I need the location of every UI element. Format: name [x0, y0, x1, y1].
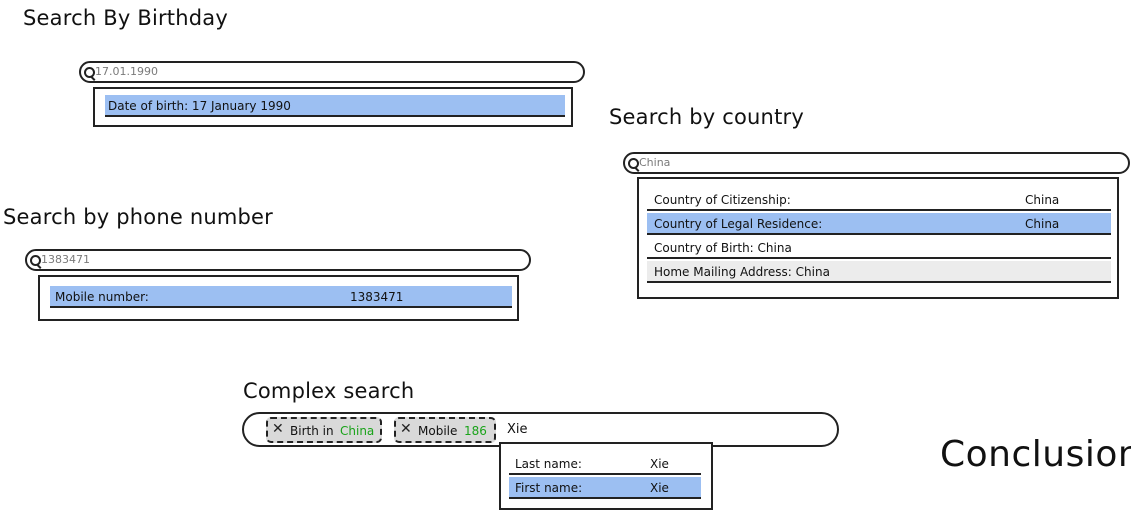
result-item[interactable]: Country of Birth: China — [647, 237, 1111, 259]
result-item[interactable]: Country of Citizenship: China — [647, 189, 1111, 211]
birthday-heading: Search By Birthday — [23, 6, 228, 30]
chip-value: China — [340, 424, 375, 438]
result-item-value: China — [1025, 217, 1060, 231]
phone-search-input[interactable]: 1383471 — [25, 249, 531, 271]
close-icon[interactable]: ✕ — [400, 421, 412, 437]
result-item-label: Country of Citizenship: — [654, 193, 791, 207]
result-item[interactable]: Home Mailing Address: China — [647, 261, 1111, 283]
phone-results-dropdown: Mobile number: 1383471 — [38, 275, 519, 321]
chip-label: Birth in — [290, 424, 334, 438]
result-item-label: Country of Birth: China — [654, 241, 792, 255]
search-icon — [84, 67, 95, 78]
result-item-label: Mobile number: — [55, 290, 149, 304]
country-results-dropdown: Country of Citizenship: China Country of… — [637, 177, 1119, 299]
result-item-label: Home Mailing Address: China — [654, 265, 830, 279]
search-icon — [628, 158, 639, 169]
result-item[interactable]: Mobile number: 1383471 — [50, 286, 512, 308]
result-item[interactable]: First name: Xie — [509, 477, 701, 499]
phone-search-query: 1383471 — [41, 253, 90, 266]
close-icon[interactable]: ✕ — [272, 421, 284, 437]
chip-label: Mobile — [418, 424, 458, 438]
result-item-label: Last name: — [515, 457, 582, 471]
country-search-query: China — [639, 156, 671, 169]
country-search-input[interactable]: China — [623, 152, 1130, 174]
conclusion-title: Conclusion — [940, 434, 1131, 475]
chip-value: 186 — [464, 424, 487, 438]
filter-chip-mobile[interactable]: ✕ Mobile 186 — [394, 417, 496, 443]
result-item-value: Xie — [650, 457, 669, 471]
complex-search-query: Xie — [507, 422, 528, 437]
filter-chip-birth[interactable]: ✕ Birth in China — [266, 417, 382, 443]
birthday-search-input[interactable]: 17.01.1990 — [79, 61, 585, 83]
result-item-value: Xie — [650, 481, 669, 495]
complex-heading: Complex search — [243, 379, 415, 403]
search-icon — [30, 255, 41, 266]
country-heading: Search by country — [609, 105, 804, 129]
result-item[interactable]: Last name: Xie — [509, 453, 701, 475]
result-item-label: Country of Legal Residence: — [654, 217, 823, 231]
result-item-label: Date of birth: 17 January 1990 — [108, 99, 291, 113]
birthday-search-query: 17.01.1990 — [95, 65, 158, 78]
result-item-label: First name: — [515, 481, 583, 495]
result-item-value: 1383471 — [350, 290, 404, 304]
complex-search-input[interactable]: ✕ Birth in China ✕ Mobile 186 Xie — [242, 412, 839, 447]
result-item[interactable]: Date of birth: 17 January 1990 — [105, 95, 565, 117]
result-item[interactable]: Country of Legal Residence: China — [647, 213, 1111, 235]
birthday-results-dropdown: Date of birth: 17 January 1990 — [93, 87, 573, 127]
complex-results-dropdown: Last name: Xie First name: Xie — [499, 442, 713, 510]
phone-heading: Search by phone number — [3, 205, 274, 229]
result-item-value: China — [1025, 193, 1060, 207]
